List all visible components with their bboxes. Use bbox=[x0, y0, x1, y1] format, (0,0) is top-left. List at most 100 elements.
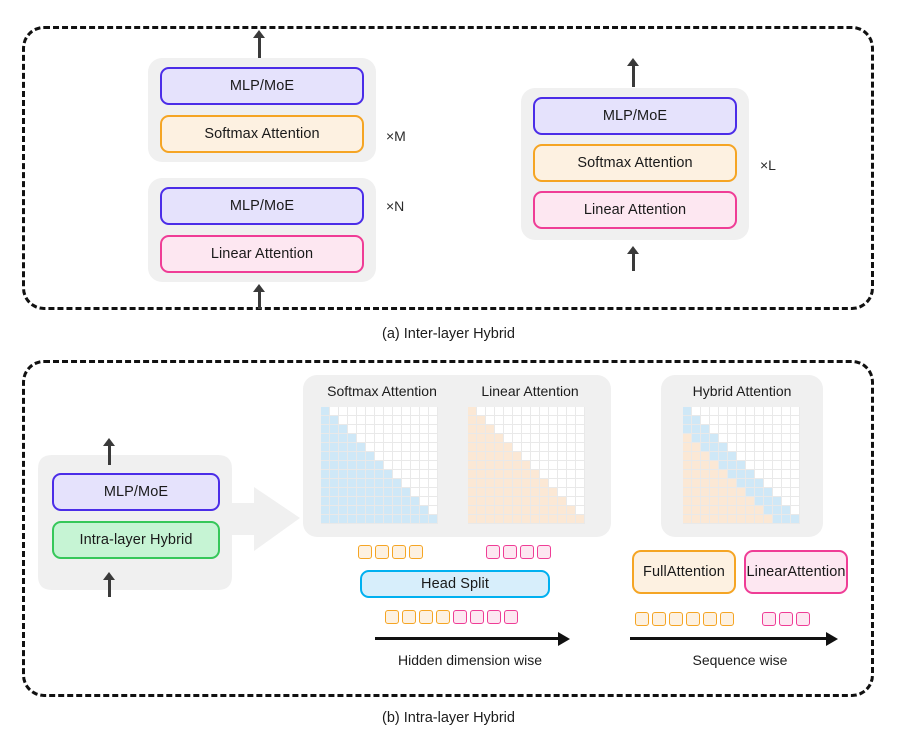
matrix-cell bbox=[764, 434, 773, 443]
matrix-title-hybrid: Hybrid Attention bbox=[692, 383, 792, 399]
matrix-cell bbox=[522, 416, 531, 425]
matrix-cell bbox=[420, 443, 429, 452]
matrix-cell bbox=[755, 452, 764, 461]
matrix-cell bbox=[701, 497, 710, 506]
matrix-cell bbox=[710, 452, 719, 461]
block-full-attention[interactable]: FullAttention bbox=[632, 550, 736, 594]
matrix-cell bbox=[339, 506, 348, 515]
matrix-cell bbox=[692, 488, 701, 497]
matrix-cell bbox=[567, 479, 576, 488]
matrix-cell bbox=[549, 470, 558, 479]
matrix-cell bbox=[755, 443, 764, 452]
matrix-cell bbox=[782, 443, 791, 452]
matrix-cell bbox=[402, 452, 411, 461]
matrix-cell bbox=[782, 407, 791, 416]
matrix-cell bbox=[375, 470, 384, 479]
matrix-cell bbox=[701, 443, 710, 452]
matrix-cell bbox=[567, 452, 576, 461]
matrix-cell bbox=[791, 416, 800, 425]
multiplier-m: ×M bbox=[386, 128, 406, 144]
matrix-cell bbox=[683, 506, 692, 515]
matrix-cell bbox=[558, 497, 567, 506]
matrix-cell bbox=[576, 425, 585, 434]
matrix-cell bbox=[411, 506, 420, 515]
matrix-cell bbox=[411, 488, 420, 497]
matrix-cell bbox=[504, 479, 513, 488]
matrix-cell bbox=[321, 425, 330, 434]
matrix-cell bbox=[468, 515, 477, 524]
matrix-cell bbox=[429, 443, 438, 452]
matrix-cell bbox=[504, 461, 513, 470]
matrix-cell bbox=[710, 470, 719, 479]
matrix-cell bbox=[773, 470, 782, 479]
matrix-cell bbox=[549, 506, 558, 515]
token-square bbox=[375, 545, 389, 559]
block-mlp-moe-linear-stack[interactable]: MLP/MoE bbox=[160, 187, 364, 225]
matrix-cell bbox=[540, 443, 549, 452]
matrix-cell bbox=[429, 434, 438, 443]
matrix-cell bbox=[495, 425, 504, 434]
block-mlp-moe-softmax-stack[interactable]: MLP/MoE bbox=[160, 67, 364, 105]
matrix-cell bbox=[477, 515, 486, 524]
token-square bbox=[487, 610, 501, 624]
block-linear-attention-combined-stack[interactable]: Linear Attention bbox=[533, 191, 737, 229]
matrix-cell bbox=[719, 515, 728, 524]
block-head-split[interactable]: Head Split bbox=[360, 570, 550, 598]
matrix-cell bbox=[357, 461, 366, 470]
matrix-cell bbox=[420, 515, 429, 524]
matrix-cell bbox=[486, 434, 495, 443]
matrix-cell bbox=[486, 443, 495, 452]
matrix-cell bbox=[549, 416, 558, 425]
block-linear-attention-seq[interactable]: LinearAttention bbox=[744, 550, 848, 594]
matrix-cell bbox=[393, 443, 402, 452]
matrix-cell bbox=[549, 434, 558, 443]
matrix-cell bbox=[728, 470, 737, 479]
matrix-cell bbox=[468, 425, 477, 434]
matrix-cell bbox=[348, 515, 357, 524]
matrix-cell bbox=[782, 506, 791, 515]
matrix-cell bbox=[357, 515, 366, 524]
block-softmax-attention-stack[interactable]: Softmax Attention bbox=[160, 115, 364, 153]
matrix-cell bbox=[321, 452, 330, 461]
matrix-cell bbox=[782, 461, 791, 470]
matrix-cell bbox=[746, 488, 755, 497]
matrix-cell bbox=[773, 461, 782, 470]
matrix-cell bbox=[330, 497, 339, 506]
matrix-cell bbox=[549, 452, 558, 461]
matrix-cell bbox=[375, 425, 384, 434]
matrix-cell bbox=[357, 497, 366, 506]
matrix-cell bbox=[348, 416, 357, 425]
matrix-cell bbox=[375, 515, 384, 524]
matrix-cell bbox=[692, 425, 701, 434]
matrix-cell bbox=[701, 434, 710, 443]
block-softmax-attention-combined-stack[interactable]: Softmax Attention bbox=[533, 144, 737, 182]
block-mlp-moe-intra[interactable]: MLP/MoE bbox=[52, 473, 220, 511]
matrix-cell bbox=[567, 443, 576, 452]
block-intra-layer-hybrid[interactable]: Intra-layer Hybrid bbox=[52, 521, 220, 559]
matrix-cell bbox=[540, 416, 549, 425]
matrix-cell bbox=[477, 425, 486, 434]
matrix-cell bbox=[540, 407, 549, 416]
matrix-cell bbox=[701, 407, 710, 416]
matrix-cell bbox=[357, 434, 366, 443]
matrix-cell bbox=[531, 497, 540, 506]
matrix-cell bbox=[755, 416, 764, 425]
matrix-cell bbox=[321, 461, 330, 470]
matrix-cell bbox=[764, 488, 773, 497]
block-mlp-moe-combined-stack[interactable]: MLP/MoE bbox=[533, 97, 737, 135]
matrix-cell bbox=[540, 434, 549, 443]
matrix-cell bbox=[495, 488, 504, 497]
matrix-cell bbox=[737, 407, 746, 416]
matrix-cell bbox=[567, 407, 576, 416]
matrix-cell bbox=[366, 434, 375, 443]
matrix-cell bbox=[477, 479, 486, 488]
matrix-cell bbox=[321, 416, 330, 425]
matrix-cell bbox=[773, 506, 782, 515]
matrix-cell bbox=[468, 506, 477, 515]
block-linear-attention-stack[interactable]: Linear Attention bbox=[160, 235, 364, 273]
matrix-cell bbox=[348, 452, 357, 461]
matrix-cell bbox=[513, 452, 522, 461]
matrix-cell bbox=[504, 488, 513, 497]
matrix-cell bbox=[692, 515, 701, 524]
matrix-cell bbox=[549, 479, 558, 488]
